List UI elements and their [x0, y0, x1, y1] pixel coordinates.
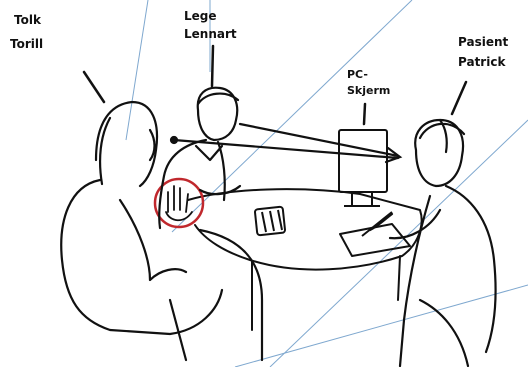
- label-screen-line2: Skjerm: [347, 84, 390, 97]
- label-interpreter-line2: Torill: [10, 37, 43, 51]
- patient-head: [415, 120, 463, 186]
- table: [188, 189, 422, 330]
- guide-line-1: [126, 0, 148, 140]
- label-patient-line2: Patrick: [458, 55, 506, 69]
- table-edge-right: [398, 256, 400, 300]
- label-screen: PC- Skjerm: [347, 68, 390, 97]
- interpreter-body: [61, 180, 222, 334]
- interpreter-leg: [170, 230, 262, 360]
- patient-leg: [420, 300, 468, 366]
- table-top: [188, 189, 422, 269]
- interpreter-arm: [120, 200, 186, 280]
- label-doctor-line1: Lege: [184, 9, 217, 23]
- paper-and-pen: [340, 212, 410, 256]
- pc-screen-display: [339, 130, 387, 192]
- figure-interpreter: [61, 102, 262, 360]
- interpreter-face: [150, 130, 155, 160]
- doctor-collar: [196, 146, 222, 160]
- table-object: [255, 207, 286, 236]
- arrow-origin-dot: [171, 137, 177, 143]
- patient-hair: [420, 120, 464, 152]
- pointer-screen: [364, 104, 365, 124]
- pointer-patient: [452, 82, 466, 114]
- label-patient: Pasient Patrick: [458, 35, 509, 69]
- doctor-hair: [198, 94, 238, 104]
- interpreter-hair: [96, 102, 157, 186]
- hand-icon: [166, 186, 192, 220]
- figure-doctor: [159, 88, 240, 228]
- label-patient-line1: Pasient: [458, 35, 509, 49]
- patient-body: [400, 186, 496, 366]
- table-object-lines: [262, 210, 282, 232]
- label-doctor-line2: Lennart: [184, 27, 237, 41]
- guide-line-5: [235, 285, 528, 367]
- label-interpreter: Tolk Torill: [10, 13, 43, 51]
- pointer-interpreter: [84, 72, 104, 102]
- label-screen-line1: PC-: [347, 68, 368, 81]
- label-interpreter-line1: Tolk: [14, 13, 42, 27]
- doctor-arm: [200, 186, 240, 194]
- paper: [340, 224, 410, 256]
- pointer-doctor: [212, 46, 213, 86]
- label-pointers: [84, 46, 466, 124]
